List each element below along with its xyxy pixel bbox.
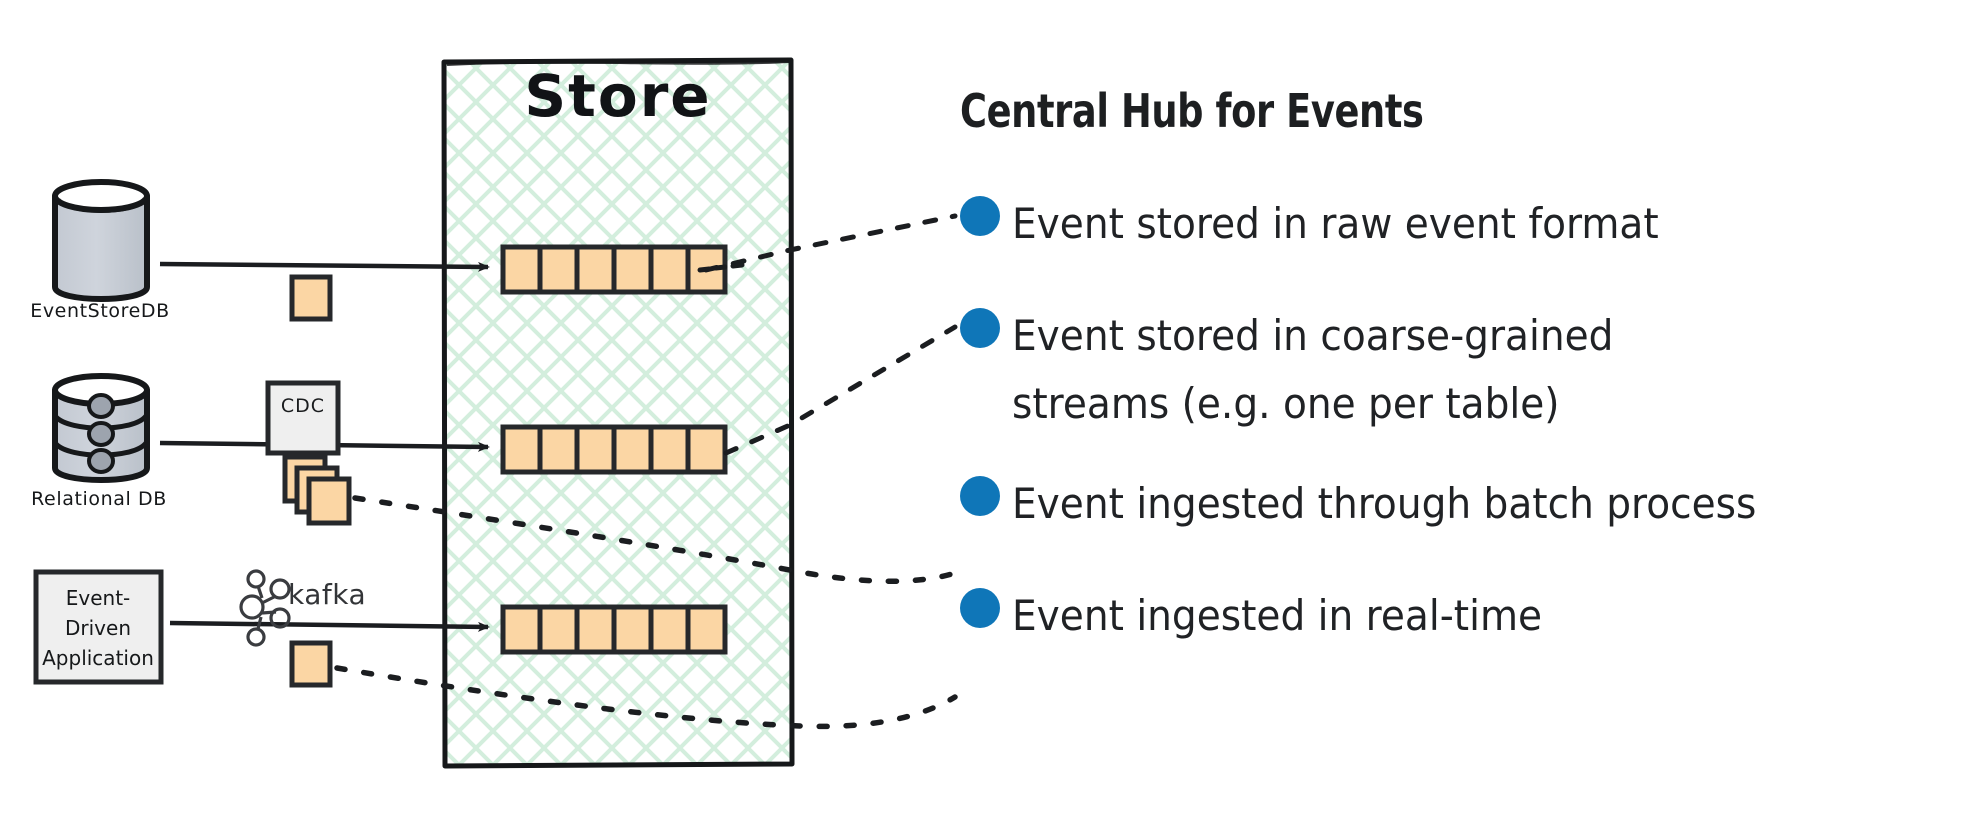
bullet-batch-process: Event ingested through batch process <box>960 470 1812 538</box>
bullet-coarse-grained: Event stored in coarse-grained streams (… <box>960 302 1659 438</box>
relational-db-label: Relational DB <box>31 488 167 510</box>
bullet-raw-format: Event stored in raw event format <box>960 190 1707 258</box>
event-driven-application-event-box <box>289 640 333 688</box>
store-container <box>441 57 795 769</box>
connector-batch-process <box>352 495 958 584</box>
store-title: Store <box>524 62 712 130</box>
event-driven-application-box <box>33 569 164 685</box>
events-panel: Central Hub for Events Event stored in r… <box>960 58 1960 798</box>
bullet-dot-icon <box>960 196 1000 236</box>
stream-realtime <box>500 604 728 655</box>
event-driven-application-arrow <box>169 620 490 632</box>
event-driven-application-label: Event- Driven Application <box>42 586 154 670</box>
kafka-icon <box>239 569 291 647</box>
bullet-real-time: Event ingested in real-time <box>960 582 1582 650</box>
eventstoredb-label: EventStoreDB <box>30 300 170 322</box>
relational-db-event-box-stack <box>282 454 352 526</box>
connector-real-time <box>334 665 958 730</box>
bullet-label: Event stored in coarse-grained streams (… <box>1012 311 1614 428</box>
bullet-dot-icon <box>960 588 1000 628</box>
cdc-label: CDC <box>280 395 326 417</box>
bullet-dot-icon <box>960 476 1000 516</box>
connector-raw-format <box>703 213 958 273</box>
cdc-box <box>265 380 341 456</box>
panel-title: Central Hub for Events <box>960 84 1424 138</box>
bullet-label: Event ingested in real-time <box>1012 591 1543 640</box>
eventstoredb-cylinder-icon <box>52 179 150 302</box>
bullet-label: Event ingested through batch process <box>1012 479 1757 528</box>
connector-coarse-grained <box>723 324 958 456</box>
eventstoredb-event-box <box>289 274 333 322</box>
bullet-dot-icon <box>960 308 1000 348</box>
stream-coarse-grained <box>500 424 728 475</box>
eventstoredb-arrow <box>159 261 490 272</box>
stream-ellipsis-icon <box>697 262 745 273</box>
kafka-label: kafka <box>288 578 367 611</box>
stream-raw-event <box>500 244 728 295</box>
bullet-label: Event stored in raw event format <box>1012 199 1659 248</box>
relational-db-cylinder-icon <box>52 373 150 483</box>
